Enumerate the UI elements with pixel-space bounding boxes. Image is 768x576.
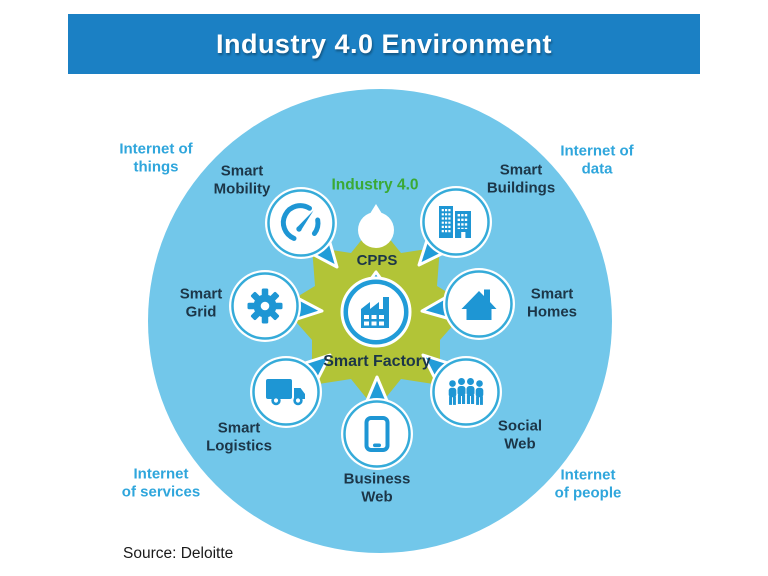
people-group-icon	[448, 378, 484, 405]
internet-of-things-label: Internet of things	[119, 140, 193, 176]
smart-buildings-label: Smart Buildings	[486, 161, 556, 197]
speedometer-icon	[280, 203, 321, 241]
smart-grid-label: Smart Grid	[179, 285, 223, 321]
internet-of-people-label: Internet of people	[554, 466, 622, 502]
node-smart-buildings	[417, 186, 492, 267]
node-business-web	[341, 375, 413, 470]
node-social-web	[421, 353, 502, 428]
droplet-marker	[358, 204, 394, 248]
buildings-icon	[439, 206, 471, 238]
factory-icon	[361, 297, 389, 328]
internet-of-services-label: Internet of services	[121, 465, 201, 501]
smartphone-icon	[364, 416, 390, 452]
cpps-label: CPPS	[356, 251, 398, 269]
gear-icon	[247, 288, 283, 324]
node-smart-grid	[229, 270, 324, 342]
node-smart-factory	[340, 270, 412, 348]
node-smart-logistics	[250, 353, 332, 428]
node-smart-mobility	[265, 187, 339, 269]
business-web-label: Business Web	[343, 470, 411, 506]
smart-homes-label: Smart Homes	[526, 285, 578, 321]
node-smart-homes	[420, 268, 515, 340]
smart-factory-label: Smart Factory	[323, 353, 431, 371]
smart-logistics-label: Smart Logistics	[206, 419, 272, 455]
page-title: Industry 4.0 Environment	[215, 28, 553, 59]
social-web-label: Social Web	[497, 417, 543, 453]
industry40-label: Industry 4.0	[331, 176, 419, 194]
house-icon	[461, 289, 497, 320]
smart-mobility-label: Smart Mobility	[213, 162, 271, 198]
internet-of-data-label: Internet of data	[560, 142, 634, 178]
truck-icon	[266, 379, 305, 406]
title-banner: Industry 4.0 Environment	[68, 14, 700, 74]
source-note: Source: Deloitte	[123, 545, 234, 562]
